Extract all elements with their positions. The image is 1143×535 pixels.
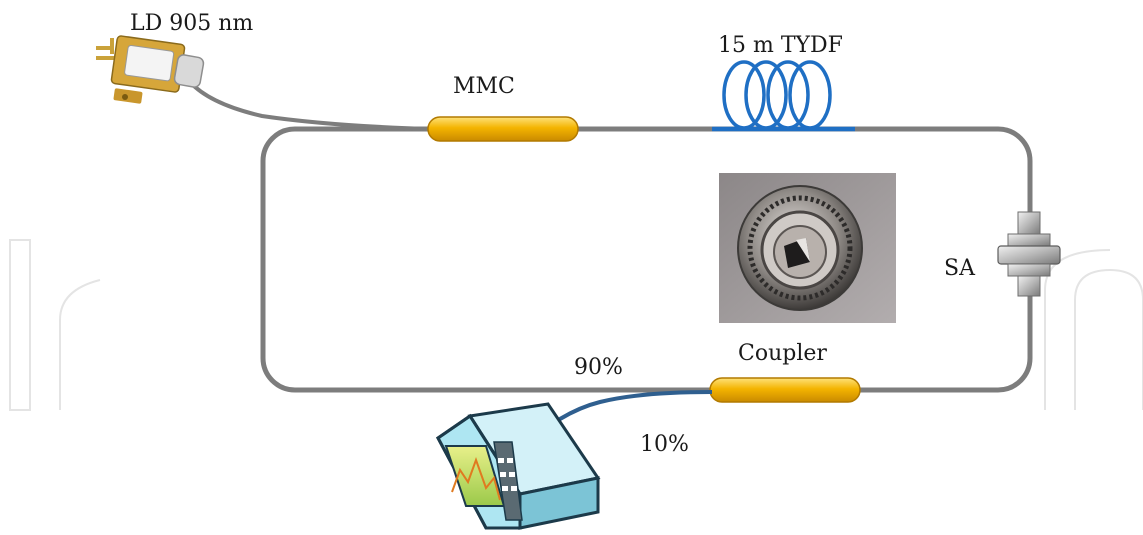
mmc-label: MMC: [453, 74, 515, 99]
pump-fiber: [188, 80, 431, 131]
optical-spectrum-analyzer-icon: [436, 402, 601, 530]
mmc-combiner: [427, 116, 579, 142]
ratio-10-label: 10%: [640, 432, 689, 457]
fiber-ring: [260, 126, 1033, 393]
output-coupler: [709, 377, 861, 403]
laser-label: LD 905 nm: [130, 11, 253, 36]
tydf-coil: [712, 60, 855, 132]
ratio-90-label: 90%: [574, 355, 623, 380]
sa-label: SA: [944, 256, 976, 281]
laser-diode-icon: [96, 35, 205, 104]
coupler-label: Coupler: [738, 341, 827, 366]
saturable-absorber-connector-icon: [997, 211, 1061, 297]
fiber-ferrule-photo: [719, 173, 896, 323]
fiber-label: 15 m TYDF: [718, 33, 843, 58]
